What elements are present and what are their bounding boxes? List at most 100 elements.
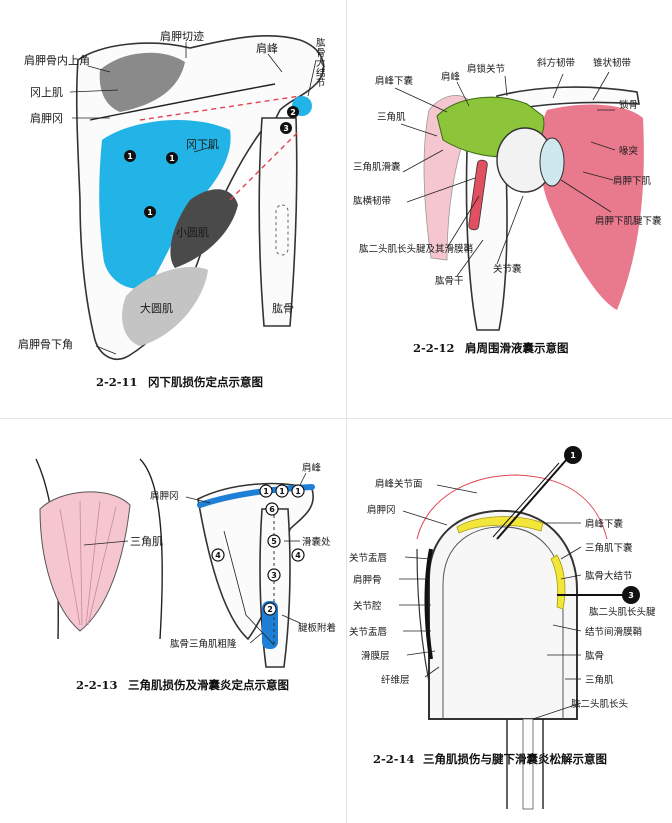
glenoid-capsule <box>539 137 565 187</box>
outer-deltoid-arc <box>416 474 608 540</box>
point-6: 6 <box>265 502 279 516</box>
subscapularis-muscle <box>539 104 644 311</box>
svg-text:4: 4 <box>295 551 301 560</box>
caption-text-2-2-12: 肩周围滑液囊示意图 <box>465 341 569 355</box>
figure-2-2-13-canvas: 1 1 1 6 5 3 4 4 2 三角肌 肩胛冈 肩峰 滑囊处 肱骨三角肌粗隆… <box>35 458 336 692</box>
point-5: 5 <box>267 534 281 548</box>
teres-minor-muscle <box>170 189 238 268</box>
point-3: 3 <box>267 568 281 582</box>
label-greater-tubercle: 肱骨大结节 <box>585 570 633 582</box>
teres-major-muscle <box>122 267 208 346</box>
label-subscapular-bursa: 肩胛下肌腱下囊 <box>595 215 662 227</box>
humerus-dashed-outline <box>275 204 289 256</box>
label-superior-angle: 肩胛骨内上角 <box>24 53 90 67</box>
caption-number-2-2-12: 2-2-12 <box>413 341 455 355</box>
label-scapula: 肩胛骨 <box>353 574 382 586</box>
label-biceps-long-head: 肱二头肌长头 <box>571 698 628 710</box>
leader-acromion <box>456 81 470 107</box>
leader-groove <box>249 632 263 644</box>
svg-text:2: 2 <box>267 605 273 614</box>
needle-1-handle: 1 <box>564 446 582 464</box>
leader-capsule <box>496 195 524 265</box>
label-acromion: 肩峰 <box>441 71 461 83</box>
leader-sup-angle <box>87 65 111 73</box>
caption-number-2-2-11: 2-2-11 <box>96 375 138 389</box>
label-teres-major: 大圆肌 <box>140 301 173 315</box>
label-acromioclavicular: 肩锁关节 <box>467 63 505 75</box>
leader-acromion <box>299 472 307 486</box>
point-1c: 1 <box>144 206 156 218</box>
label-joint-cavity: 关节腔 <box>353 600 382 612</box>
scapular-spine-ridge <box>89 83 276 121</box>
label-transverse-ligament: 肱横韧带 <box>353 195 392 207</box>
leader-subdeltoid <box>402 149 444 173</box>
leader-spine <box>402 510 448 526</box>
leader-subacromial <box>394 87 448 113</box>
supraspinatus-muscle <box>99 52 185 112</box>
label-glenoid-lip: 关节盂唇 <box>349 552 388 564</box>
red-dashed-line-lower <box>229 129 301 201</box>
subacromial-bursa <box>456 516 544 534</box>
leader-shaft <box>456 239 484 277</box>
biceps-tendon-sheath <box>468 159 488 231</box>
needle-1b <box>492 462 560 538</box>
leader-tendon <box>281 614 301 624</box>
leader-lip <box>404 556 432 560</box>
point-1a: 1 <box>124 150 136 162</box>
label-deltoid: 三角肌 <box>130 535 163 548</box>
label-deltoid-tuberosity: 肱骨三角肌粗隆 <box>170 638 237 650</box>
point-4a: 4 <box>211 548 225 562</box>
label-deltoid: 三角肌 <box>377 111 406 123</box>
label-biceps-tendon: 肱二头肌长头腱 <box>589 606 656 618</box>
point-2: 2 <box>263 602 277 616</box>
leader-acromioclav <box>436 484 478 494</box>
label-acromion: 肩峰 <box>302 462 322 474</box>
infraspinatus-muscle <box>99 119 231 289</box>
deltoid-muscle <box>39 491 131 632</box>
point-4b: 4 <box>291 548 305 562</box>
leader-inf-angle <box>95 345 117 355</box>
leader-infraspinatus <box>193 145 215 153</box>
svg-text:5: 5 <box>271 537 277 546</box>
svg-text:1: 1 <box>147 208 153 217</box>
leader-subscapularis <box>582 171 614 181</box>
label-bursa: 滑囊处 <box>302 536 331 548</box>
leader-spine <box>185 496 211 504</box>
leader-subscap-bursa <box>560 179 612 213</box>
label-subscapularis: 肩胛下肌 <box>613 175 652 187</box>
caption-text-2-2-14: 三角肌损伤与腱下滑囊炎松解示意图 <box>423 752 607 766</box>
figure-2-2-14-canvas: 1 3 肩峰关节面 肩胛冈 <box>349 446 656 810</box>
leader-biceps <box>446 195 480 249</box>
leader-fibrous <box>424 666 440 678</box>
label-acromioclavicular: 肩峰关节面 <box>375 478 423 490</box>
label-scapular-spine: 肩胛冈 <box>30 111 63 125</box>
caption-number-2-2-13: 2-2-13 <box>76 678 118 692</box>
label-scapular-spine: 肩胛冈 <box>367 504 396 516</box>
svg-text:4: 4 <box>215 551 221 560</box>
needle-3-handle: 3 <box>622 586 640 604</box>
svg-text:1: 1 <box>127 152 133 161</box>
vertical-divider <box>346 0 347 823</box>
caption-text-2-2-13: 三角肌损伤及滑囊炎定点示意图 <box>128 678 289 692</box>
humeral-head-dome <box>428 509 578 720</box>
svg-text:1: 1 <box>169 154 175 163</box>
label-humerus: 肱骨 <box>585 651 604 662</box>
label-glenoid-lip-2: 关节盂唇 <box>349 626 388 638</box>
svg-text:1: 1 <box>295 487 301 496</box>
label-deltoid: 三角肌 <box>585 674 614 686</box>
leader-deltoid <box>400 123 438 137</box>
label-tendon-attach: 腱板附着 <box>298 622 336 634</box>
leader-biceps-head <box>532 702 582 720</box>
leader-conoid <box>592 71 610 101</box>
svg-text:3: 3 <box>283 124 289 133</box>
label-subacromial-bursa: 肩峰下囊 <box>585 518 624 530</box>
leader-supraspinatus <box>69 89 119 93</box>
label-subdeltoid-bursa: 三角肌下囊 <box>585 542 633 554</box>
caption-text-2-2-11: 冈下肌损伤定点示意图 <box>148 375 263 389</box>
label-subacromial-bursa: 肩峰下囊 <box>375 75 414 87</box>
deltoid-fibers <box>59 500 117 626</box>
leader-acromion <box>267 53 283 73</box>
label-trapezoid: 斜方韧带 <box>537 57 576 69</box>
label-acromion: 肩峰 <box>256 41 278 55</box>
leader-synovial <box>406 650 436 656</box>
